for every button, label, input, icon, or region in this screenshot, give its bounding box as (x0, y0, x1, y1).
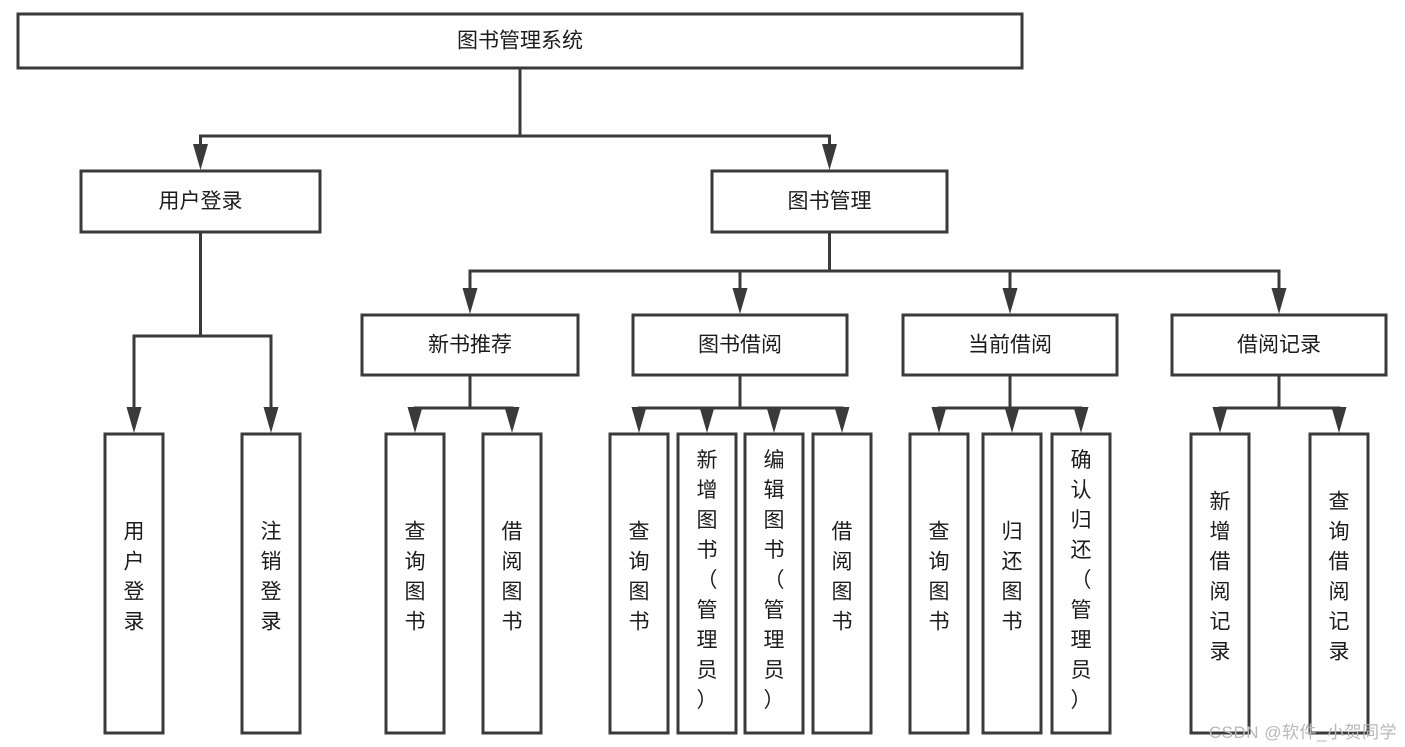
node-leaf-borrow-book-1[interactable]: 借阅图书 (481, 432, 543, 735)
node-label: 当前借阅 (968, 334, 1052, 357)
connector-layer (126, 66, 1347, 433)
arrow-head-icon (1004, 407, 1020, 433)
arrow-head-icon (1271, 288, 1287, 314)
node-box[interactable] (240, 432, 302, 735)
node-label: 新增图书（管理员） (697, 449, 718, 712)
node-label: 图书管理 (788, 190, 872, 213)
node-box[interactable] (360, 313, 580, 377)
node-label: 归还图书 (1002, 521, 1023, 634)
node-box[interactable] (981, 432, 1043, 735)
node-leaf-edit-book[interactable]: 编辑图书（管理员） (743, 432, 805, 735)
node-label: 用户登录 (159, 190, 243, 213)
node-label: 用户登录 (124, 521, 145, 634)
node-leaf-add-borrow-record[interactable]: 新增借阅记录 (1189, 432, 1251, 735)
node-label: 注销登录 (261, 521, 282, 634)
arrow-head-icon (263, 407, 279, 433)
node-box[interactable] (811, 432, 873, 735)
node-box[interactable] (631, 313, 849, 377)
node-new-book-recommend[interactable]: 新书推荐 (360, 313, 580, 377)
node-box[interactable] (1050, 432, 1112, 735)
node-label: 图书借阅 (698, 334, 782, 357)
node-label: 图书管理系统 (457, 30, 583, 53)
node-label: 查询图书 (929, 521, 950, 634)
connector-group (126, 230, 279, 433)
node-leaf-user-login[interactable]: 用户登录 (103, 432, 165, 735)
connector-group (931, 373, 1089, 433)
arrow-head-icon (834, 407, 850, 433)
arrow-head-icon (462, 288, 478, 314)
connector-group (193, 66, 837, 170)
node-box[interactable] (16, 12, 1024, 70)
node-user-login[interactable]: 用户登录 (79, 169, 322, 234)
node-root[interactable]: 图书管理系统 (16, 12, 1024, 70)
node-label: 查询借阅记录 (1329, 491, 1350, 664)
node-box[interactable] (676, 432, 738, 735)
node-leaf-add-book[interactable]: 新增图书（管理员） (676, 432, 738, 735)
node-layer: 图书管理系统用户登录图书管理新书推荐图书借阅当前借阅借阅记录用户登录注销登录查询… (16, 12, 1388, 735)
node-box[interactable] (1308, 432, 1370, 735)
arrow-head-icon (732, 288, 748, 314)
connector-group (631, 373, 850, 433)
node-book-manage[interactable]: 图书管理 (710, 169, 949, 234)
arrow-head-icon (1331, 407, 1347, 433)
arrow-head-icon (631, 407, 647, 433)
arrow-head-icon (193, 144, 208, 170)
arrow-head-icon (822, 144, 837, 170)
arrow-head-icon (766, 407, 782, 433)
node-leaf-borrow-book-2[interactable]: 借阅图书 (811, 432, 873, 735)
node-label: 编辑图书（管理员） (764, 449, 785, 712)
node-label: 借阅图书 (832, 521, 853, 634)
node-label: 确认归还（管理员） (1071, 449, 1092, 712)
node-label: 借阅记录 (1237, 334, 1321, 357)
node-leaf-query-book-3[interactable]: 查询图书 (908, 432, 970, 735)
node-leaf-user-logout[interactable]: 注销登录 (240, 432, 302, 735)
node-box[interactable] (481, 432, 543, 735)
node-label: 借阅图书 (502, 521, 523, 634)
node-current-borrow[interactable]: 当前借阅 (901, 313, 1119, 377)
connector-group (462, 230, 1287, 314)
connector-group (1212, 373, 1347, 433)
node-box[interactable] (384, 432, 446, 735)
arrow-head-icon (1073, 407, 1089, 433)
node-borrow-record[interactable]: 借阅记录 (1170, 313, 1388, 377)
arrow-head-icon (504, 407, 520, 433)
node-box[interactable] (901, 313, 1119, 377)
node-leaf-return-book[interactable]: 归还图书 (981, 432, 1043, 735)
connector-group (407, 373, 520, 433)
arrow-head-icon (1212, 407, 1228, 433)
node-label: 查询图书 (405, 521, 426, 634)
node-box[interactable] (79, 169, 322, 234)
node-box[interactable] (908, 432, 970, 735)
arrow-head-icon (407, 407, 423, 433)
node-leaf-query-book-2[interactable]: 查询图书 (608, 432, 670, 735)
node-box[interactable] (743, 432, 805, 735)
node-box[interactable] (710, 169, 949, 234)
arrow-head-icon (931, 407, 947, 433)
node-box[interactable] (608, 432, 670, 735)
arrow-head-icon (1002, 288, 1018, 314)
watermark-text: CSDN @软件_小贺同学 (1208, 723, 1397, 742)
node-box[interactable] (1170, 313, 1388, 377)
arrow-head-icon (699, 407, 715, 433)
node-label: 新书推荐 (428, 334, 512, 357)
arrow-head-icon (126, 407, 142, 433)
node-box[interactable] (103, 432, 165, 735)
node-label: 查询图书 (629, 521, 650, 634)
node-box[interactable] (1189, 432, 1251, 735)
node-book-borrow[interactable]: 图书借阅 (631, 313, 849, 377)
node-leaf-query-borrow-record[interactable]: 查询借阅记录 (1308, 432, 1370, 735)
node-label: 新增借阅记录 (1210, 491, 1231, 664)
node-leaf-query-book-1[interactable]: 查询图书 (384, 432, 446, 735)
node-leaf-confirm-return[interactable]: 确认归还（管理员） (1050, 432, 1112, 735)
